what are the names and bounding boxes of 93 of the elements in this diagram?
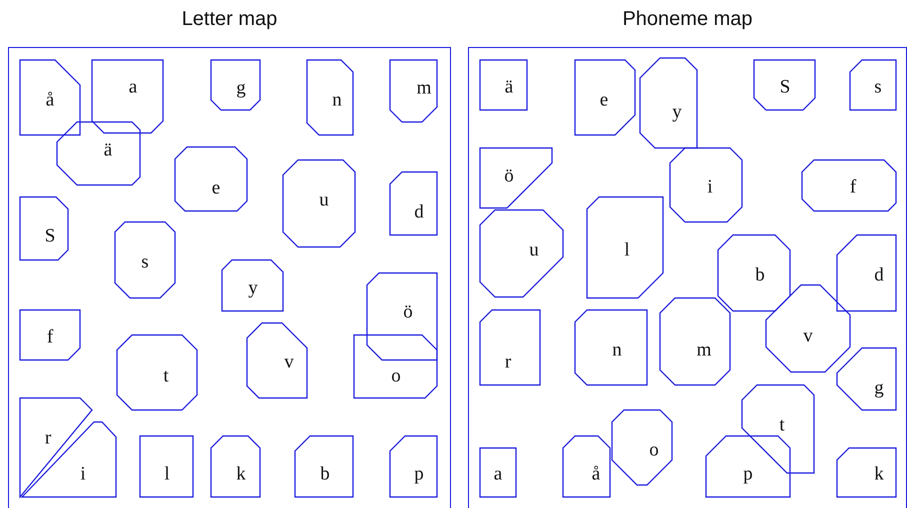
- letter-label: å: [46, 90, 54, 110]
- map-region: [480, 448, 516, 497]
- letter-label: y: [248, 278, 258, 298]
- map-region: [390, 60, 437, 122]
- letter-label: o: [391, 366, 401, 386]
- letter-label: v: [803, 326, 813, 346]
- map-region: [211, 436, 260, 497]
- letter-label: ä: [504, 78, 514, 96]
- letter-label: d: [414, 202, 424, 222]
- map-region: [354, 335, 437, 398]
- map-heading: Phoneme map: [622, 8, 753, 31]
- map-region: [20, 60, 80, 135]
- letter-label: y: [672, 102, 682, 122]
- letter-label: S: [44, 226, 56, 246]
- letter-label: g: [874, 378, 884, 398]
- map-region: [367, 273, 437, 360]
- map-region: [754, 60, 815, 110]
- map-region: [575, 60, 635, 135]
- map-region: [480, 60, 527, 110]
- letter-label: k: [874, 464, 884, 484]
- map-region: [175, 147, 247, 211]
- map-region: [837, 348, 896, 410]
- letter-label: r: [504, 352, 512, 372]
- map-region: [92, 60, 163, 133]
- map-region: [837, 448, 896, 497]
- map-region: [307, 60, 353, 135]
- letter-label: n: [332, 90, 342, 110]
- map-region: [850, 60, 896, 110]
- map-region: [140, 436, 193, 497]
- letter-label: u: [529, 240, 539, 260]
- letter-label: e: [600, 90, 608, 110]
- map-region: [575, 310, 647, 385]
- letter-label: m: [696, 340, 712, 360]
- letter-label: a: [128, 78, 138, 96]
- letter-label: n: [612, 340, 622, 360]
- letter-label: k: [236, 464, 246, 484]
- map-region: [20, 310, 80, 360]
- letter-label: ö: [504, 166, 514, 186]
- letter-label: e: [212, 178, 220, 198]
- letter-label: l: [164, 464, 170, 484]
- letter-label: l: [624, 240, 630, 260]
- letter-label: f: [46, 328, 54, 346]
- letter-label: t: [779, 416, 785, 434]
- letter-label: s: [874, 78, 882, 96]
- map-region: [390, 172, 437, 235]
- map-region: [670, 148, 742, 222]
- letter-label: s: [141, 252, 149, 272]
- map-region: [640, 58, 697, 148]
- map-heading: Letter map: [182, 8, 278, 31]
- map-region: [587, 197, 663, 298]
- letter-label: r: [44, 428, 52, 448]
- letter-label: d: [874, 266, 884, 284]
- map-region: [612, 410, 672, 485]
- map-region: [390, 436, 437, 497]
- letter-label: b: [755, 266, 765, 284]
- map-region: [480, 148, 552, 208]
- map-region: [117, 335, 197, 410]
- letter-label: i: [80, 464, 86, 484]
- letter-label: f: [850, 178, 856, 196]
- map-region: [766, 285, 850, 372]
- map-region: [20, 197, 68, 260]
- letter-label: ö: [403, 302, 413, 322]
- map-region: [283, 160, 355, 247]
- map-region: [718, 235, 790, 311]
- map-region: [247, 323, 307, 398]
- letter-label: v: [284, 352, 294, 372]
- letter-label: o: [649, 440, 659, 460]
- map-region: [115, 222, 175, 298]
- letter-label: t: [163, 366, 169, 386]
- letter-label: a: [494, 464, 502, 484]
- map-region: [563, 436, 610, 497]
- letter-label: g: [236, 78, 246, 98]
- letter-label: u: [319, 190, 329, 210]
- map-region: [660, 298, 730, 385]
- map-region: [480, 310, 540, 385]
- map-region: [211, 60, 260, 110]
- map-region: [837, 235, 896, 311]
- map-region: [222, 260, 283, 311]
- map-region: [22, 422, 116, 497]
- letter-label: i: [707, 178, 713, 196]
- letter-label: m: [416, 78, 432, 98]
- letter-label: p: [414, 464, 424, 484]
- map-region: [802, 160, 896, 211]
- map-region: [57, 122, 140, 185]
- letter-label: å: [592, 464, 600, 484]
- letter-label: p: [743, 464, 753, 484]
- map-region: [480, 210, 563, 297]
- letter-label: ä: [104, 140, 112, 160]
- letter-label: b: [320, 464, 330, 484]
- letter-label: S: [780, 78, 790, 96]
- map-region: [295, 436, 353, 497]
- map-region: [20, 398, 92, 497]
- map-region: [706, 436, 790, 497]
